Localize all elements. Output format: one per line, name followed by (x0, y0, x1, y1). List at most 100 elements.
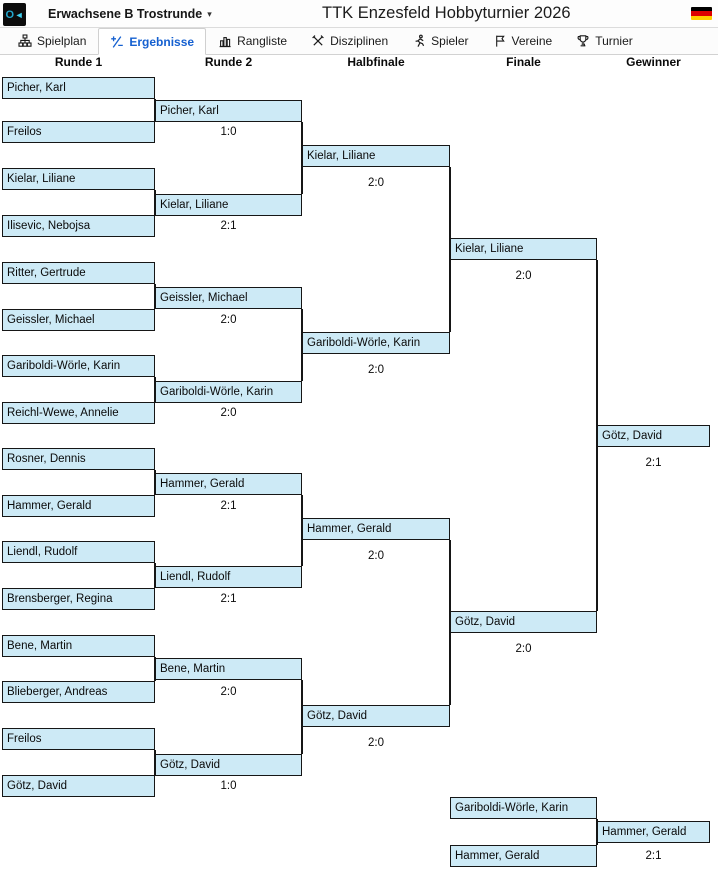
round1-box[interactable]: Geissler, Michael (2, 309, 155, 331)
match-score[interactable]: 2:0 (515, 270, 532, 282)
tab-label: Disziplinen (330, 34, 389, 48)
column-header-runde-2: Runde 2 (204, 55, 253, 69)
match-score[interactable]: 2:1 (645, 850, 662, 862)
category-dropdown-label: Erwachsene B Trostrunde (48, 6, 203, 21)
tab-label: Spieler (431, 34, 469, 48)
round2-winner-box[interactable]: Picher, Karl (155, 100, 302, 122)
flag-stripe-black (691, 7, 712, 12)
round2-winner-box[interactable]: Bene, Martin (155, 658, 302, 680)
match-score[interactable]: 1:0 (220, 126, 237, 138)
round1-box[interactable]: Freilos (2, 728, 155, 750)
german-flag-icon[interactable] (691, 7, 712, 20)
match-score[interactable]: 2:1 (645, 457, 662, 469)
match-score[interactable]: 2:1 (220, 500, 237, 512)
bracket-connector (154, 284, 156, 309)
round2-winner-box[interactable]: Kielar, Liliane (155, 194, 302, 216)
round1-box[interactable]: Bene, Martin (2, 635, 155, 657)
round1-box[interactable]: Blieberger, Andreas (2, 681, 155, 703)
semifinal-winner-box[interactable]: Kielar, Liliane (302, 145, 450, 167)
third-place-box[interactable]: Gariboldi-Wörle, Karin (450, 797, 597, 819)
match-score[interactable]: 2:1 (220, 593, 237, 605)
bracket-connector (154, 377, 156, 402)
round2-winner-box[interactable]: Götz, David (155, 754, 302, 776)
round1-box[interactable]: Kielar, Liliane (2, 168, 155, 190)
semifinal-winner-box[interactable]: Gariboldi-Wörle, Karin (302, 332, 450, 354)
round1-box[interactable]: Brensberger, Regina (2, 588, 155, 610)
tab-vereine[interactable]: Vereine (481, 28, 565, 54)
plus-minus-icon (111, 35, 124, 48)
round2-winner-box[interactable]: Liendl, Rudolf (155, 566, 302, 588)
bracket-connector (154, 470, 156, 495)
bracket-connector (154, 563, 156, 588)
bracket-connector (301, 122, 303, 194)
tab-ergebnisse[interactable]: Ergebnisse (98, 28, 207, 55)
round1-box[interactable]: Götz, David (2, 775, 155, 797)
match-score[interactable]: 2:0 (368, 177, 384, 189)
match-score[interactable]: 2:1 (220, 220, 237, 232)
match-score[interactable]: 2:0 (368, 364, 384, 376)
tab-rangliste[interactable]: Rangliste (206, 28, 299, 54)
round1-box[interactable]: Liendl, Rudolf (2, 541, 155, 563)
bracket-connector (154, 99, 156, 121)
round1-box[interactable]: Freilos (2, 121, 155, 143)
trophy-icon (577, 35, 589, 47)
match-score[interactable]: 2:0 (368, 737, 384, 749)
tab-turnier[interactable]: Turnier (564, 28, 645, 54)
bracket-connector (154, 657, 156, 681)
sitemap-icon (18, 34, 32, 47)
bracket-connector (301, 309, 303, 381)
chevron-down-icon: ▾ (207, 9, 212, 19)
match-score[interactable]: 1:0 (220, 780, 237, 792)
round1-box[interactable]: Gariboldi-Wörle, Karin (2, 355, 155, 377)
round1-box[interactable]: Rosner, Dennis (2, 448, 155, 470)
bracket-connector (449, 540, 451, 705)
logo-arrow: ◄ (14, 9, 24, 20)
column-header-halbfinale: Halbfinale (347, 55, 405, 69)
round1-box[interactable]: Ilisevic, Nebojsa (2, 215, 155, 237)
crossed-hammers-icon (312, 35, 324, 46)
flag-stripe-red (691, 11, 712, 16)
match-score[interactable]: 2:0 (220, 407, 237, 419)
bracket-connector (449, 167, 451, 332)
final-winner-box[interactable]: Kielar, Liliane (450, 238, 597, 260)
column-header-finale: Finale (506, 55, 541, 69)
round1-box[interactable]: Reichl-Wewe, Annelie (2, 402, 155, 424)
semifinal-winner-box[interactable]: Götz, David (302, 705, 450, 727)
semifinal-winner-box[interactable]: Hammer, Gerald (302, 518, 450, 540)
flag-icon (495, 35, 505, 47)
tab-label: Turnier (595, 34, 633, 48)
bracket-connector (301, 495, 303, 566)
tab-label: Vereine (511, 34, 553, 48)
tab-spieler[interactable]: Spieler (400, 28, 480, 54)
tab-label: Spielplan (37, 34, 87, 48)
tab-disziplinen[interactable]: Disziplinen (299, 28, 400, 54)
page-title: TTK Enzesfeld Hobbyturnier 2026 (322, 4, 571, 22)
final-winner-box[interactable]: Götz, David (450, 611, 597, 633)
round1-box[interactable]: Picher, Karl (2, 77, 155, 99)
title-bar: O◄ Erwachsene B Trostrunde ▾ TTK Enzesfe… (0, 0, 718, 28)
bracket-connector (596, 819, 598, 845)
logo-letter: O (5, 8, 15, 21)
round1-box[interactable]: Ritter, Gertrude (2, 262, 155, 284)
match-score[interactable]: 2:0 (368, 550, 384, 562)
bar-chart-icon (219, 37, 231, 48)
bracket-connector (154, 750, 156, 775)
match-score[interactable]: 2:0 (515, 643, 532, 655)
round2-winner-box[interactable]: Geissler, Michael (155, 287, 302, 309)
round2-winner-box[interactable]: Gariboldi-Wörle, Karin (155, 381, 302, 403)
category-dropdown[interactable]: Erwachsene B Trostrunde ▾ (48, 0, 212, 27)
match-score[interactable]: 2:0 (220, 686, 237, 698)
runner-icon (415, 34, 425, 47)
round2-winner-box[interactable]: Hammer, Gerald (155, 473, 302, 495)
round1-box[interactable]: Hammer, Gerald (2, 495, 155, 517)
bracket-connector (301, 680, 303, 754)
tab-label: Rangliste (237, 34, 288, 48)
column-header-runde-1: Runde 1 (54, 55, 103, 69)
winner-box[interactable]: Götz, David (597, 425, 710, 447)
third-place-winner-box[interactable]: Hammer, Gerald (597, 821, 710, 843)
match-score[interactable]: 2:0 (220, 314, 237, 326)
third-place-box[interactable]: Hammer, Gerald (450, 845, 597, 867)
tab-spielplan[interactable]: Spielplan (6, 28, 98, 54)
bracket-connector (596, 260, 598, 611)
flag-stripe-gold (691, 15, 712, 20)
